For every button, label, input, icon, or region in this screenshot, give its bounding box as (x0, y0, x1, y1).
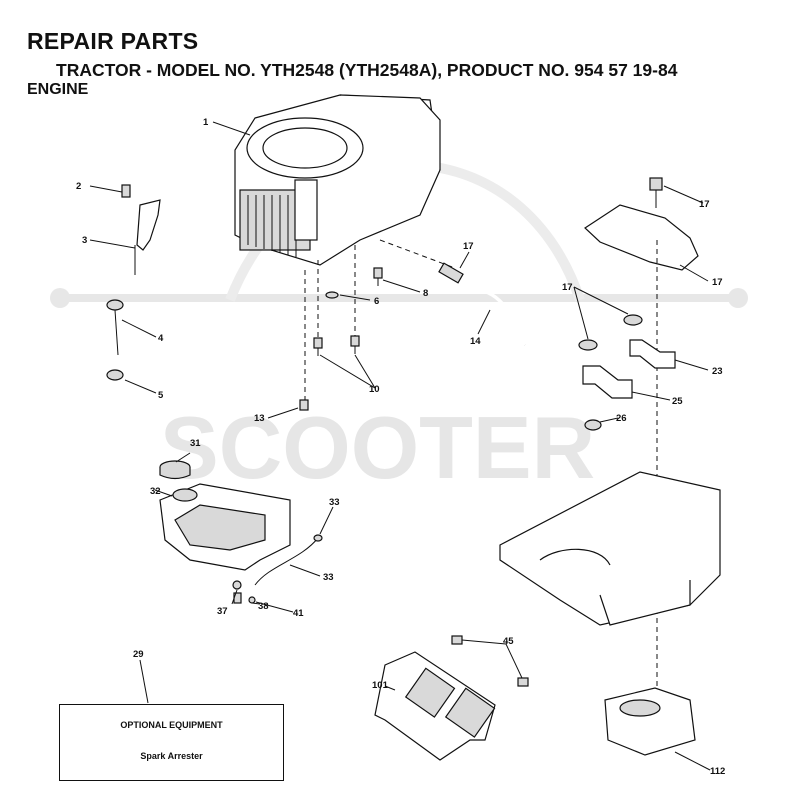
optional-equipment-box: OPTIONAL EQUIPMENT Spark Arrester (59, 704, 284, 781)
muffler-part-4 (604, 687, 696, 756)
dipstick-part-25 (106, 299, 124, 356)
callout-26: 5 (158, 390, 164, 401)
callout-32: 31 (190, 438, 201, 449)
callout-33-b: 41 (293, 608, 304, 619)
fuel-line-part-37 (254, 537, 319, 586)
callout-numbers: 1 2 3 4 5 6 8 10 13 14 17 17 17 17 23 25… (76, 117, 725, 777)
callout-29: 29 (133, 649, 144, 660)
callout-13: 17 (562, 282, 573, 293)
exhaust-pipe-part-6 (623, 314, 676, 369)
exhaust-pipe-part-5 (578, 339, 633, 399)
callout-17-b: 10 (369, 384, 380, 395)
fuel-cap-part-32 (159, 460, 191, 480)
fuel-tank-part-31 (159, 483, 291, 571)
callout-4: 112 (710, 766, 725, 777)
shield-part-23 (374, 635, 529, 761)
callout-5: 25 (672, 396, 683, 407)
callout-31: 32 (150, 486, 161, 497)
callout-14: 14 (470, 336, 481, 347)
page-subtitle: TRACTOR - MODEL NO. YTH2548 (YTH2548A), … (56, 60, 678, 80)
callout-2: 2 (76, 181, 81, 192)
nut-part-116 (584, 419, 602, 431)
fittings-112-41-33 (232, 534, 323, 604)
callout-116: 26 (616, 413, 627, 424)
chassis-frame (499, 471, 721, 626)
nut-part-26 (106, 369, 124, 381)
page-title: REPAIR PARTS (27, 28, 199, 54)
washer-101 (325, 291, 339, 299)
heat-shield-part-10 (584, 177, 699, 271)
callout-112: 37 (217, 606, 228, 617)
throttle-bracket-part-1 (121, 184, 161, 275)
callout-10: 17 (712, 277, 723, 288)
bolt-17-group (299, 267, 383, 411)
callout-6: 23 (712, 366, 723, 377)
optional-equipment-title: OPTIONAL EQUIPMENT (120, 720, 223, 730)
callout-25: 4 (158, 333, 164, 344)
optional-equipment-item: Spark Arrester (140, 751, 203, 761)
callout-37: 33 (323, 572, 334, 583)
fuel-line-part-14 (438, 262, 527, 346)
callout-8: 17 (699, 199, 710, 210)
callout-41: 38 (258, 601, 269, 612)
callout-17-c: 13 (254, 413, 265, 424)
section-label: ENGINE (27, 81, 89, 98)
callout-1: 3 (82, 235, 87, 246)
callout-45: 45 (503, 636, 514, 647)
callout-3: 1 (203, 117, 209, 128)
engine-part-3 (234, 94, 441, 266)
callout-101: 6 (374, 296, 379, 307)
callout-17-a: 8 (423, 288, 428, 299)
callout-33-a: 33 (329, 497, 340, 508)
callout-38: 17 (463, 241, 474, 252)
callout-leaders (89, 121, 711, 771)
callout-23: 101 (372, 680, 389, 691)
watermark-text: SCOOTER (160, 398, 595, 497)
